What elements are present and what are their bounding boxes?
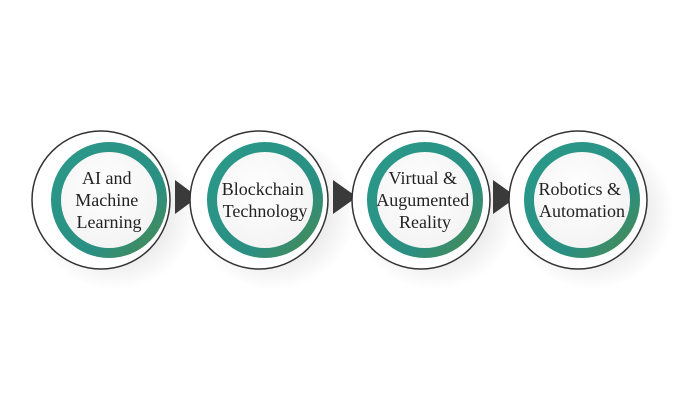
step-node-2: Blockchain Technology: [189, 130, 356, 290]
step-1-label: AI and Machine Learning: [75, 168, 142, 232]
arrow-2-to-3: [333, 180, 357, 214]
step-node-3: Virtual & Augumented Reality: [351, 130, 517, 290]
step-node-1: AI and Machine Learning: [31, 130, 197, 290]
arrow-3-to-4: [493, 180, 517, 214]
arrow-1-to-2: [175, 180, 198, 214]
step-3-label: Virtual & Augumented Reality: [376, 168, 473, 232]
step-2-label: Blockchain Technology: [222, 179, 308, 221]
step-4-label: Robotics & Automation: [538, 179, 625, 221]
step-1-inner-disc: [61, 152, 157, 248]
step-3-inner-disc: [377, 152, 473, 248]
step-2-inner-disc: [217, 152, 313, 248]
step-node-4: Robotics & Automation: [508, 130, 674, 290]
step-4-inner-disc: [534, 152, 630, 248]
